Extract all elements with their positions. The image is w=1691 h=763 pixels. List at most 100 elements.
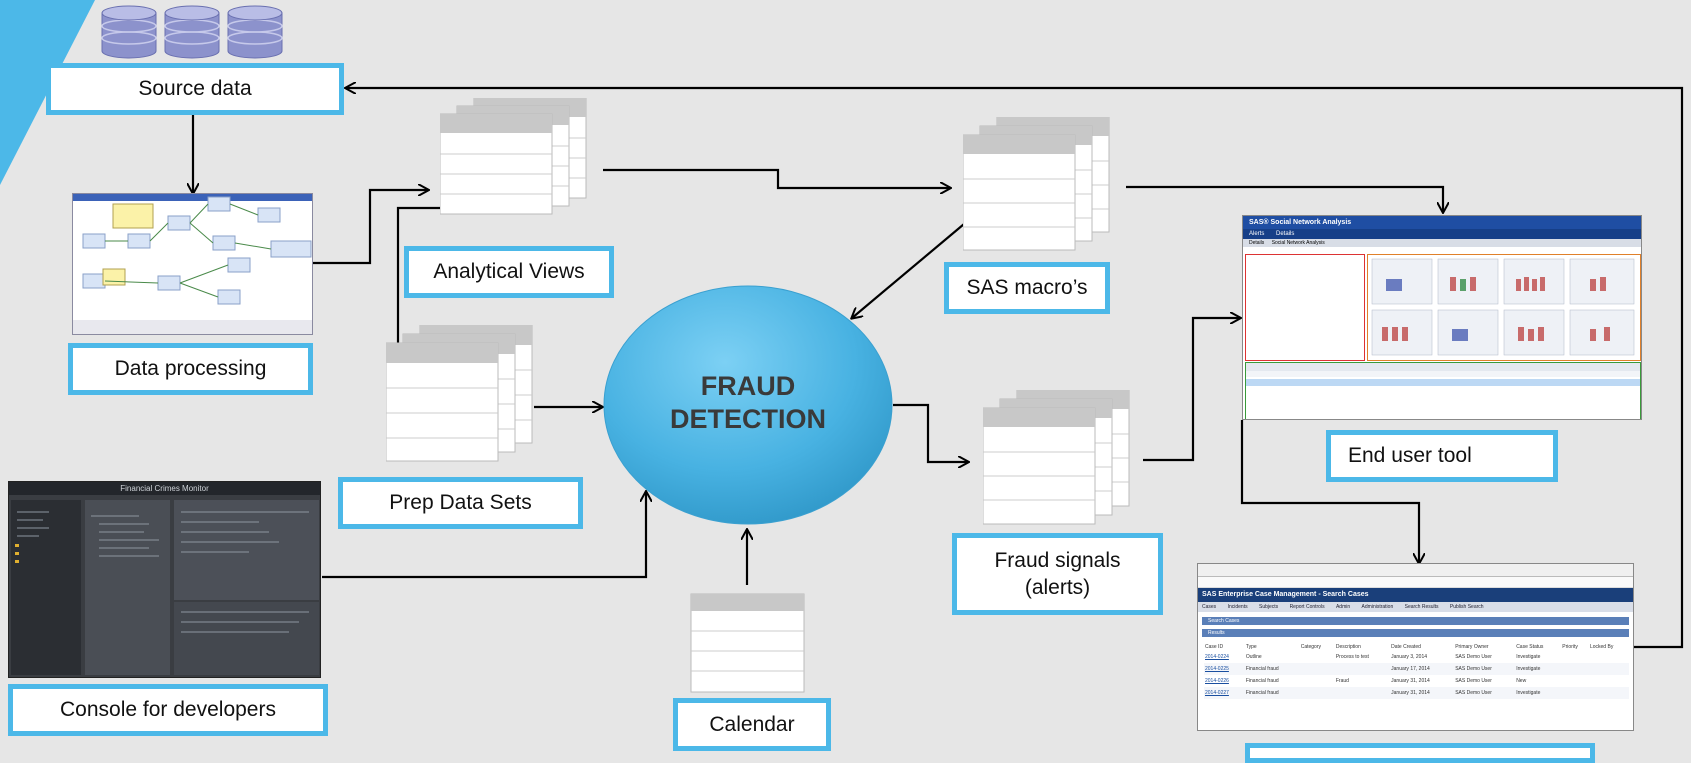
sna-nav: Alerts Details	[1243, 229, 1641, 239]
ecm-cell: SAS Demo User	[1455, 666, 1492, 672]
ecm-cell[interactable]: 2014-0226	[1205, 678, 1229, 684]
ecm-col-date-created[interactable]: Date Created	[1391, 644, 1421, 650]
console-title: Financial Crimes Monitor	[9, 482, 320, 495]
ecm-col-case-id[interactable]: Case ID	[1205, 644, 1224, 650]
ecm-cell: New	[1516, 678, 1527, 684]
ecm-menu-publish-search[interactable]: Publish Search	[1449, 604, 1484, 610]
ecm-cell	[1335, 687, 1390, 699]
table-row[interactable]: 2014-0226 Financial fraud Fraud January …	[1204, 675, 1629, 687]
ecm-col-type[interactable]: Type	[1245, 644, 1257, 650]
sna-nav-alerts[interactable]: Alerts	[1249, 231, 1265, 237]
browser-toolbar	[1198, 577, 1633, 588]
ecm-menu-admin[interactable]: Admin	[1335, 604, 1351, 610]
sna-nav-details[interactable]: Details	[1276, 231, 1295, 237]
ecm-cell	[1300, 651, 1335, 663]
sna-alerts-table	[1245, 362, 1641, 419]
fraud-signals-line1: Fraud signals	[994, 548, 1121, 572]
source-data-text: Source data	[138, 77, 252, 101]
arrow-macros-to-enduser	[1126, 185, 1443, 212]
case-management-label	[1245, 743, 1595, 763]
ecm-cell[interactable]: 2014-0227	[1205, 690, 1229, 696]
ecm-results-table: Case ID Type Category Description Date C…	[1204, 643, 1629, 699]
analytical-views-table-icon	[440, 98, 587, 215]
ecm-cell: Financial fraud	[1245, 690, 1279, 696]
ecm-menu-subjects[interactable]: Subjects	[1258, 604, 1279, 610]
console-properties	[174, 500, 319, 600]
sna-tab-network[interactable]: Social Network Analysis	[1271, 240, 1325, 246]
data-processing-label: Data processing	[68, 343, 313, 395]
arrow-macros-to-detection	[852, 218, 971, 318]
ecm-menu-incidents[interactable]: Incidents	[1227, 604, 1248, 610]
arrow-console-to-detection	[322, 492, 646, 579]
ecm-section-search[interactable]: Search Cases	[1202, 617, 1629, 625]
ecm-cell: Financial fraud	[1245, 678, 1279, 684]
ecm-cell: SAS Demo User	[1455, 654, 1492, 660]
table-row[interactable]: 2014-0224 Outline Process to test Januar…	[1204, 651, 1629, 663]
console-sidebar	[11, 500, 81, 675]
ecm-menu-cases[interactable]: Cases	[1202, 604, 1217, 610]
data-processing-text: Data processing	[114, 357, 267, 381]
ecm-col-priority[interactable]: Priority	[1562, 644, 1578, 650]
arrow-views-to-macros	[603, 168, 950, 188]
arrow-signals-to-enduser	[1143, 318, 1240, 462]
ecm-cell: SAS Demo User	[1455, 690, 1492, 696]
ecm-section-results[interactable]: Results	[1202, 629, 1629, 637]
prep-data-sets-text: Prep Data Sets	[389, 491, 532, 515]
sna-chart-grid	[1367, 254, 1641, 361]
end-user-tool-screenshot: SAS® Social Network Analysis Alerts Deta…	[1242, 215, 1642, 420]
ecm-menu-administration[interactable]: Administration	[1361, 604, 1394, 610]
ecm-cell[interactable]: 2014-0225	[1205, 666, 1229, 672]
database-icon	[101, 5, 283, 59]
ecm-header-row: Case ID Type Category Description Date C…	[1204, 643, 1629, 651]
end-user-tool-text: End user tool	[1348, 444, 1472, 468]
sas-macros-label: SAS macro’s	[944, 262, 1110, 314]
ecm-cell: January 3, 2014	[1391, 654, 1427, 660]
ecm-col-locked-by[interactable]: Locked By	[1589, 644, 1614, 650]
table-row[interactable]: 2014-0227 Financial fraud January 31, 20…	[1204, 687, 1629, 699]
ecm-col-category[interactable]: Category	[1300, 644, 1321, 650]
ecm-cell	[1300, 663, 1335, 675]
console-details	[174, 602, 319, 675]
ecm-col-primary-owner[interactable]: Primary Owner	[1455, 644, 1489, 650]
arrow-processing-to-views	[312, 190, 428, 265]
calendar-table-icon	[690, 593, 805, 693]
calendar-label: Calendar	[673, 698, 831, 751]
table-row[interactable]: 2014-0225 Financial fraud January 17, 20…	[1204, 663, 1629, 675]
ecm-menu-search-results[interactable]: Search Results	[1404, 604, 1439, 610]
ecm-col-description[interactable]: Description	[1335, 644, 1361, 650]
ecm-title: SAS Enterprise Case Management - Search …	[1198, 588, 1633, 602]
ecm-cell	[1561, 687, 1589, 699]
arrow-views-to-prep	[398, 206, 440, 355]
fraud-signals-label: Fraud signals (alerts)	[952, 533, 1163, 615]
sna-mini-charts	[1371, 258, 1635, 356]
analytical-views-label: Analytical Views	[404, 246, 614, 298]
console-screenshot: Financial Crimes Monitor	[8, 481, 321, 678]
ecm-col-case-status[interactable]: Case Status	[1516, 644, 1544, 650]
ecm-cell	[1561, 663, 1589, 675]
browser-chrome	[1198, 564, 1633, 577]
ecm-cell: January 31, 2014	[1391, 690, 1430, 696]
ecm-cell: SAS Demo User	[1455, 678, 1492, 684]
ecm-cell	[1300, 687, 1335, 699]
ecm-cell	[1561, 675, 1589, 687]
sna-left-panel	[1245, 254, 1365, 361]
console-detail-lines	[15, 511, 309, 633]
fraud-line2: DETECTION	[670, 404, 826, 434]
arrow-casemgmt-to-source	[346, 88, 1684, 649]
ecm-menu-report-controls[interactable]: Report Controls	[1289, 604, 1325, 610]
fraud-signals-table-icon	[983, 390, 1130, 525]
console-label: Console for developers	[8, 684, 328, 736]
sna-title: SAS® Social Network Analysis	[1243, 216, 1641, 229]
ecm-cell: Financial fraud	[1245, 666, 1279, 672]
arrow-detection-to-signals	[893, 403, 968, 462]
ecm-cell: Investigate	[1516, 654, 1541, 660]
source-data-label: Source data	[46, 63, 344, 115]
ecm-cell: Outline	[1245, 654, 1262, 660]
sna-tab-details[interactable]: Details	[1249, 240, 1265, 246]
arrow-enduser-to-casemgmt	[1240, 420, 1419, 563]
ecm-cell	[1335, 663, 1390, 675]
ecm-cell: Fraud	[1335, 678, 1349, 684]
console-tree	[85, 500, 170, 675]
ecm-cell[interactable]: 2014-0224	[1205, 654, 1229, 660]
